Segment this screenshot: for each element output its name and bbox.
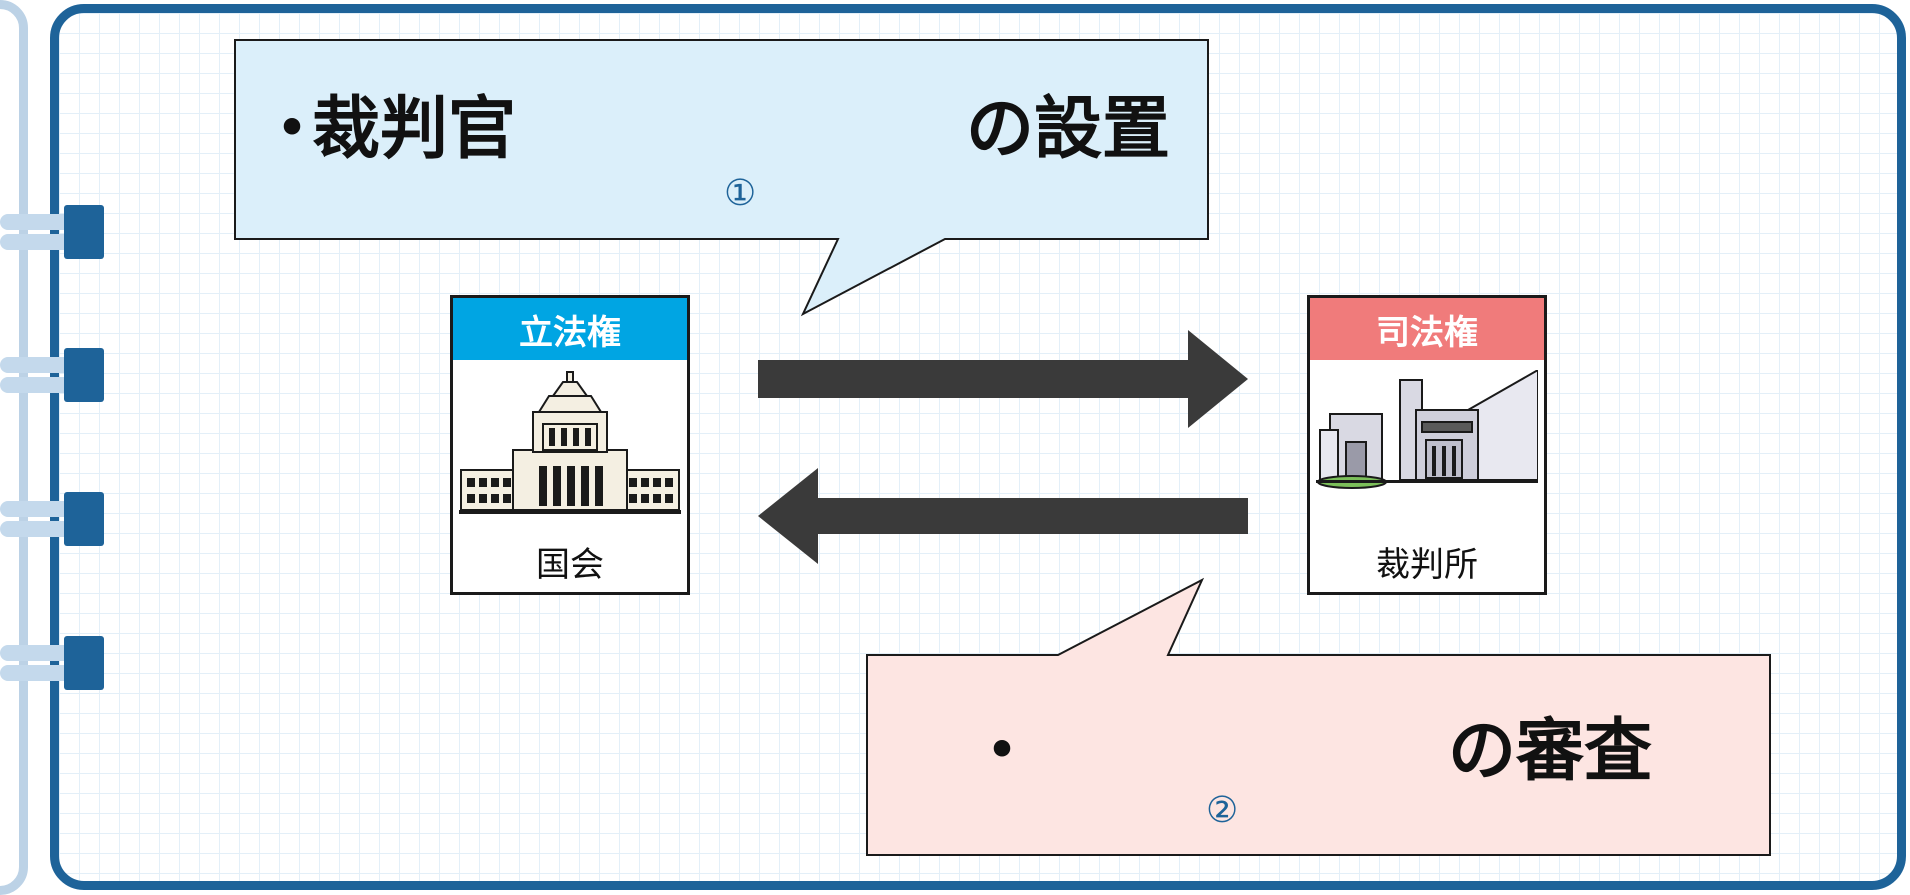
legislative-header: 立法権 — [453, 298, 687, 360]
binder-ring — [0, 205, 106, 259]
bubble-bottom-shape — [866, 577, 1771, 856]
bubble-top-shape — [234, 39, 1209, 317]
bubble-bottom-bullet: ・ — [968, 712, 1037, 791]
binder-ring — [0, 492, 106, 546]
judicial-card: 司法権 裁判所 — [1307, 295, 1547, 595]
bubble-top-text-right: の設置 — [966, 90, 1171, 169]
bubble-top-text-left: 裁判官 — [312, 90, 517, 169]
legislative-label: 国会 — [536, 545, 604, 585]
answer-marker-2: ② — [1206, 790, 1239, 831]
binder-ring — [0, 348, 106, 402]
answer-marker-1: ① — [724, 173, 757, 214]
legislative-card: 立法権 国会 — [450, 295, 690, 595]
diet-building-icon — [459, 371, 681, 514]
arrow-right — [758, 330, 1248, 428]
judicial-label: 裁判所 — [1376, 545, 1478, 585]
binder-ring-spine — [0, 0, 28, 895]
supreme-court-building-icon — [1316, 370, 1538, 489]
bubble-top-bullet: ・ — [258, 90, 327, 169]
bubble-bottom-text-right: の審査 — [1448, 712, 1653, 791]
arrow-left — [758, 468, 1248, 564]
binder-ring — [0, 636, 106, 690]
judicial-header: 司法権 — [1310, 298, 1544, 360]
